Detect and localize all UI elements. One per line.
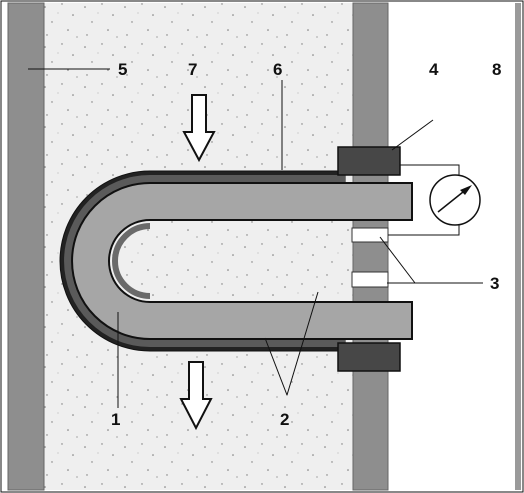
down-arrow-icon xyxy=(182,94,216,163)
callout-3: 3 xyxy=(490,274,499,293)
callout-4: 4 xyxy=(429,60,439,79)
top-clamp xyxy=(337,146,401,176)
inner-lining xyxy=(112,223,151,299)
inner-tube xyxy=(71,182,413,340)
callout-5: 5 xyxy=(118,60,127,79)
callout-2: 2 xyxy=(280,410,289,429)
meter-wire-bottom xyxy=(388,225,460,236)
callout-7: 7 xyxy=(188,60,197,79)
down-arrow-icon xyxy=(179,361,213,431)
left-wall xyxy=(7,2,45,491)
leader-3a xyxy=(379,236,416,284)
callout-1: 1 xyxy=(111,410,120,429)
callout-8: 8 xyxy=(492,60,501,79)
right-wall xyxy=(352,2,389,491)
callout-6: 6 xyxy=(273,60,282,79)
leader-2a xyxy=(286,291,319,396)
bottom-clamp xyxy=(337,342,401,372)
meter-wire-top xyxy=(400,164,460,175)
leader-2b xyxy=(264,337,288,396)
right-edge-strip xyxy=(515,3,521,490)
leader-4 xyxy=(391,119,434,151)
lower-sensor xyxy=(351,271,389,288)
gauge-icon xyxy=(429,174,481,226)
